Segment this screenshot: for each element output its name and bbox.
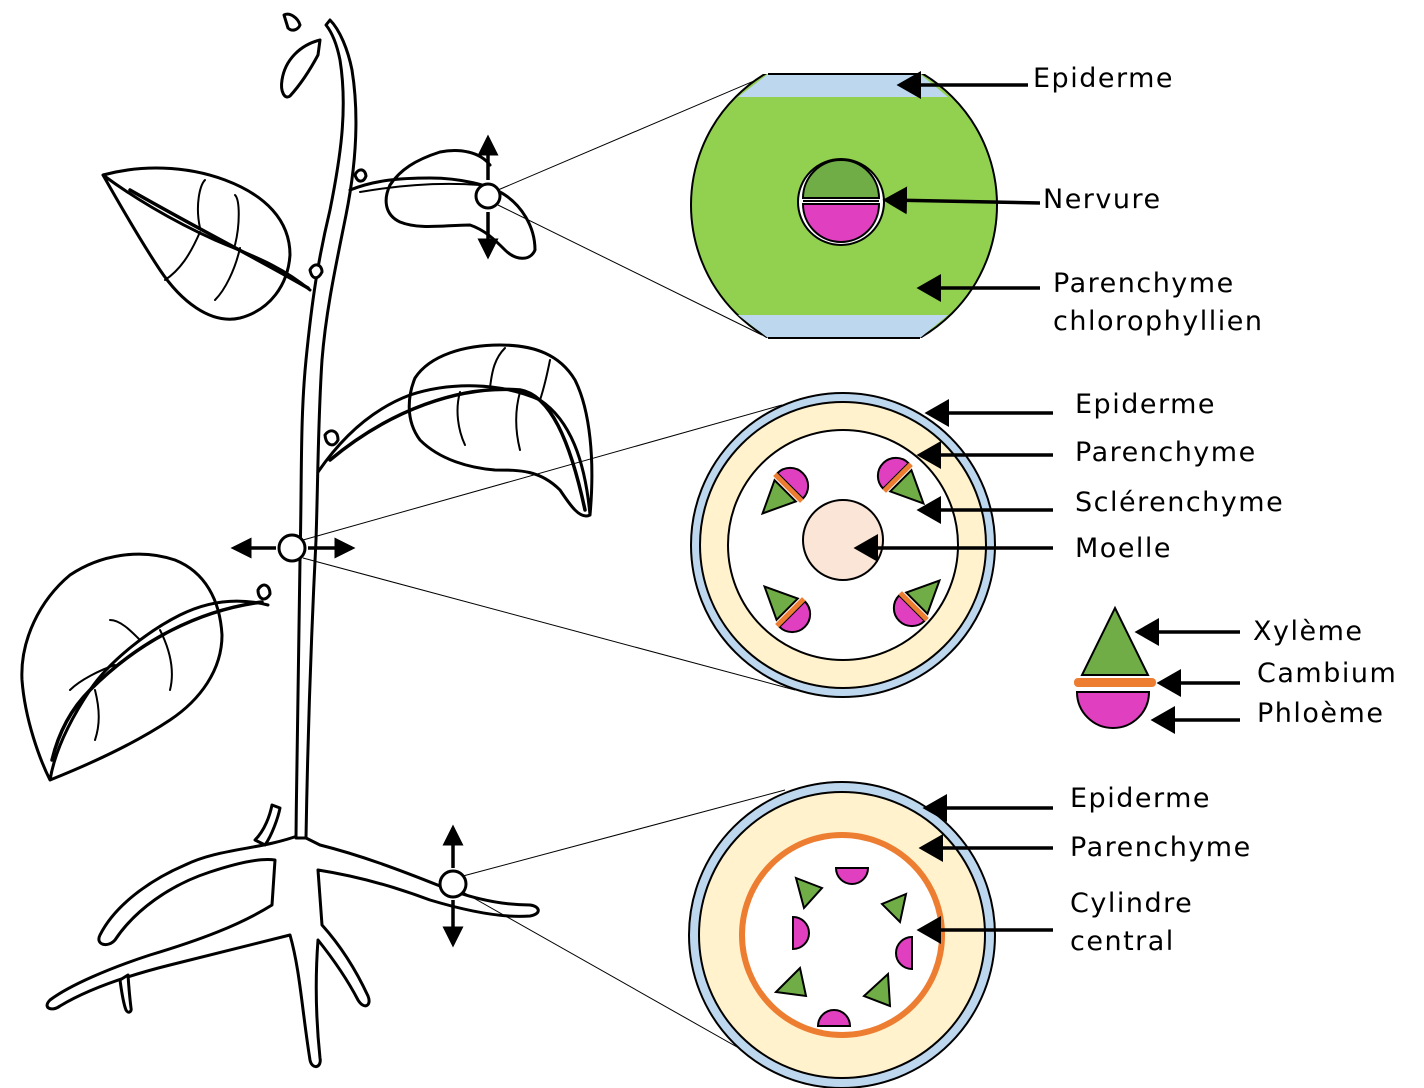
stem-pith (803, 500, 883, 580)
stem-label-sclerenchyme: Sclérenchyme (1075, 487, 1284, 518)
axillary-bud (310, 265, 322, 278)
root-label-central: central (1070, 926, 1175, 957)
legend-label-xyleme: Xylème (1253, 616, 1364, 647)
root-section-marker (440, 871, 466, 897)
stem-label-parenchyme: Parenchyme (1075, 437, 1257, 468)
legend-label-cambium: Cambium (1257, 658, 1397, 689)
legend-cambium (1074, 678, 1156, 687)
leaf-lower-left (22, 554, 268, 780)
leaf-label-nervure: Nervure (1043, 184, 1162, 215)
central-cylinder (742, 835, 942, 1035)
root-branch (120, 975, 131, 1012)
legend-vascular-bundle (1074, 608, 1156, 728)
labels: Epiderme Nervure Parenchyme chlorophylli… (1033, 63, 1397, 957)
stem-label-epiderme: Epiderme (1075, 389, 1216, 420)
legend-phloem (1077, 692, 1149, 728)
epidermis-bottom (738, 315, 948, 338)
root-cross-section (689, 782, 995, 1088)
axillary-bud (325, 431, 338, 445)
axillary-bud (258, 585, 270, 599)
main-stem (296, 20, 356, 838)
root-branch (255, 805, 280, 845)
leaf-cross-section (691, 52, 997, 358)
apical-bud (282, 40, 320, 97)
leaf-middle (318, 345, 592, 516)
leaf-section-marker (476, 184, 500, 208)
apical-bud (284, 14, 300, 30)
legend-label-phloeme: Phloème (1257, 698, 1384, 729)
leaf-label-epiderme: Epiderme (1033, 63, 1174, 94)
leaf-upper-right (350, 151, 535, 259)
axillary-bud (355, 170, 366, 181)
root-system (47, 835, 538, 1067)
stem-label-moelle: Moelle (1075, 533, 1172, 564)
stem-cross-section (691, 393, 995, 697)
root-label-cylindre: Cylindre (1070, 888, 1193, 919)
root-label-parenchyme: Parenchyme (1070, 832, 1252, 863)
root-label-epiderme: Epiderme (1070, 783, 1211, 814)
plant-drawing (22, 14, 592, 1066)
leaf-label-parenchyme: Parenchyme (1053, 268, 1235, 299)
leaf-label-chlorophyllien: chlorophyllien (1053, 306, 1263, 337)
stem-section-marker (279, 535, 305, 561)
legend-xylem (1082, 608, 1148, 675)
